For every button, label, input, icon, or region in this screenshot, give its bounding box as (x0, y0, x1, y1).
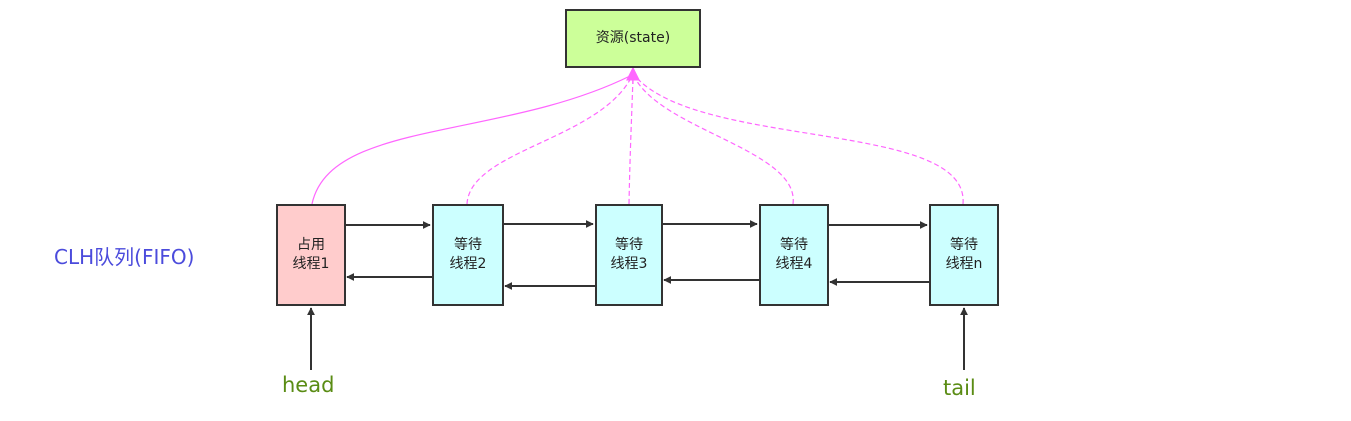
thread-node-4: 等待 线程4 (759, 204, 829, 306)
node-thread-label: 线程4 (775, 256, 813, 272)
resource-link-solid-1 (311, 75, 631, 205)
node-state-label: 等待 (454, 237, 482, 253)
node-state-label: 等待 (780, 237, 808, 253)
tail-pointer-label: tail (943, 376, 976, 400)
resource-link-dashed-n (634, 75, 964, 205)
node-state-label: 等待 (615, 237, 643, 253)
resource-link-dashed-3 (628, 75, 634, 205)
resource-label: 资源(state) (595, 30, 671, 46)
thread-node-3: 等待 线程3 (595, 204, 663, 306)
node-thread-label: 线程n (945, 256, 983, 272)
thread-node-2: 等待 线程2 (432, 204, 504, 306)
node-thread-label: 线程1 (292, 256, 330, 272)
resource-state-box: 资源(state) (565, 9, 701, 68)
node-thread-label: 线程2 (449, 256, 487, 272)
queue-title: CLH队列(FIFO) (54, 245, 195, 269)
node-state-label: 占用 (297, 237, 325, 253)
head-pointer-label: head (282, 373, 335, 397)
thread-node-n: 等待 线程n (929, 204, 999, 306)
thread-node-1: 占用 线程1 (276, 204, 346, 306)
resource-link-dashed-4 (633, 75, 794, 205)
resource-link-dashed-2 (466, 75, 633, 205)
node-thread-label: 线程3 (610, 256, 648, 272)
node-state-label: 等待 (950, 237, 978, 253)
